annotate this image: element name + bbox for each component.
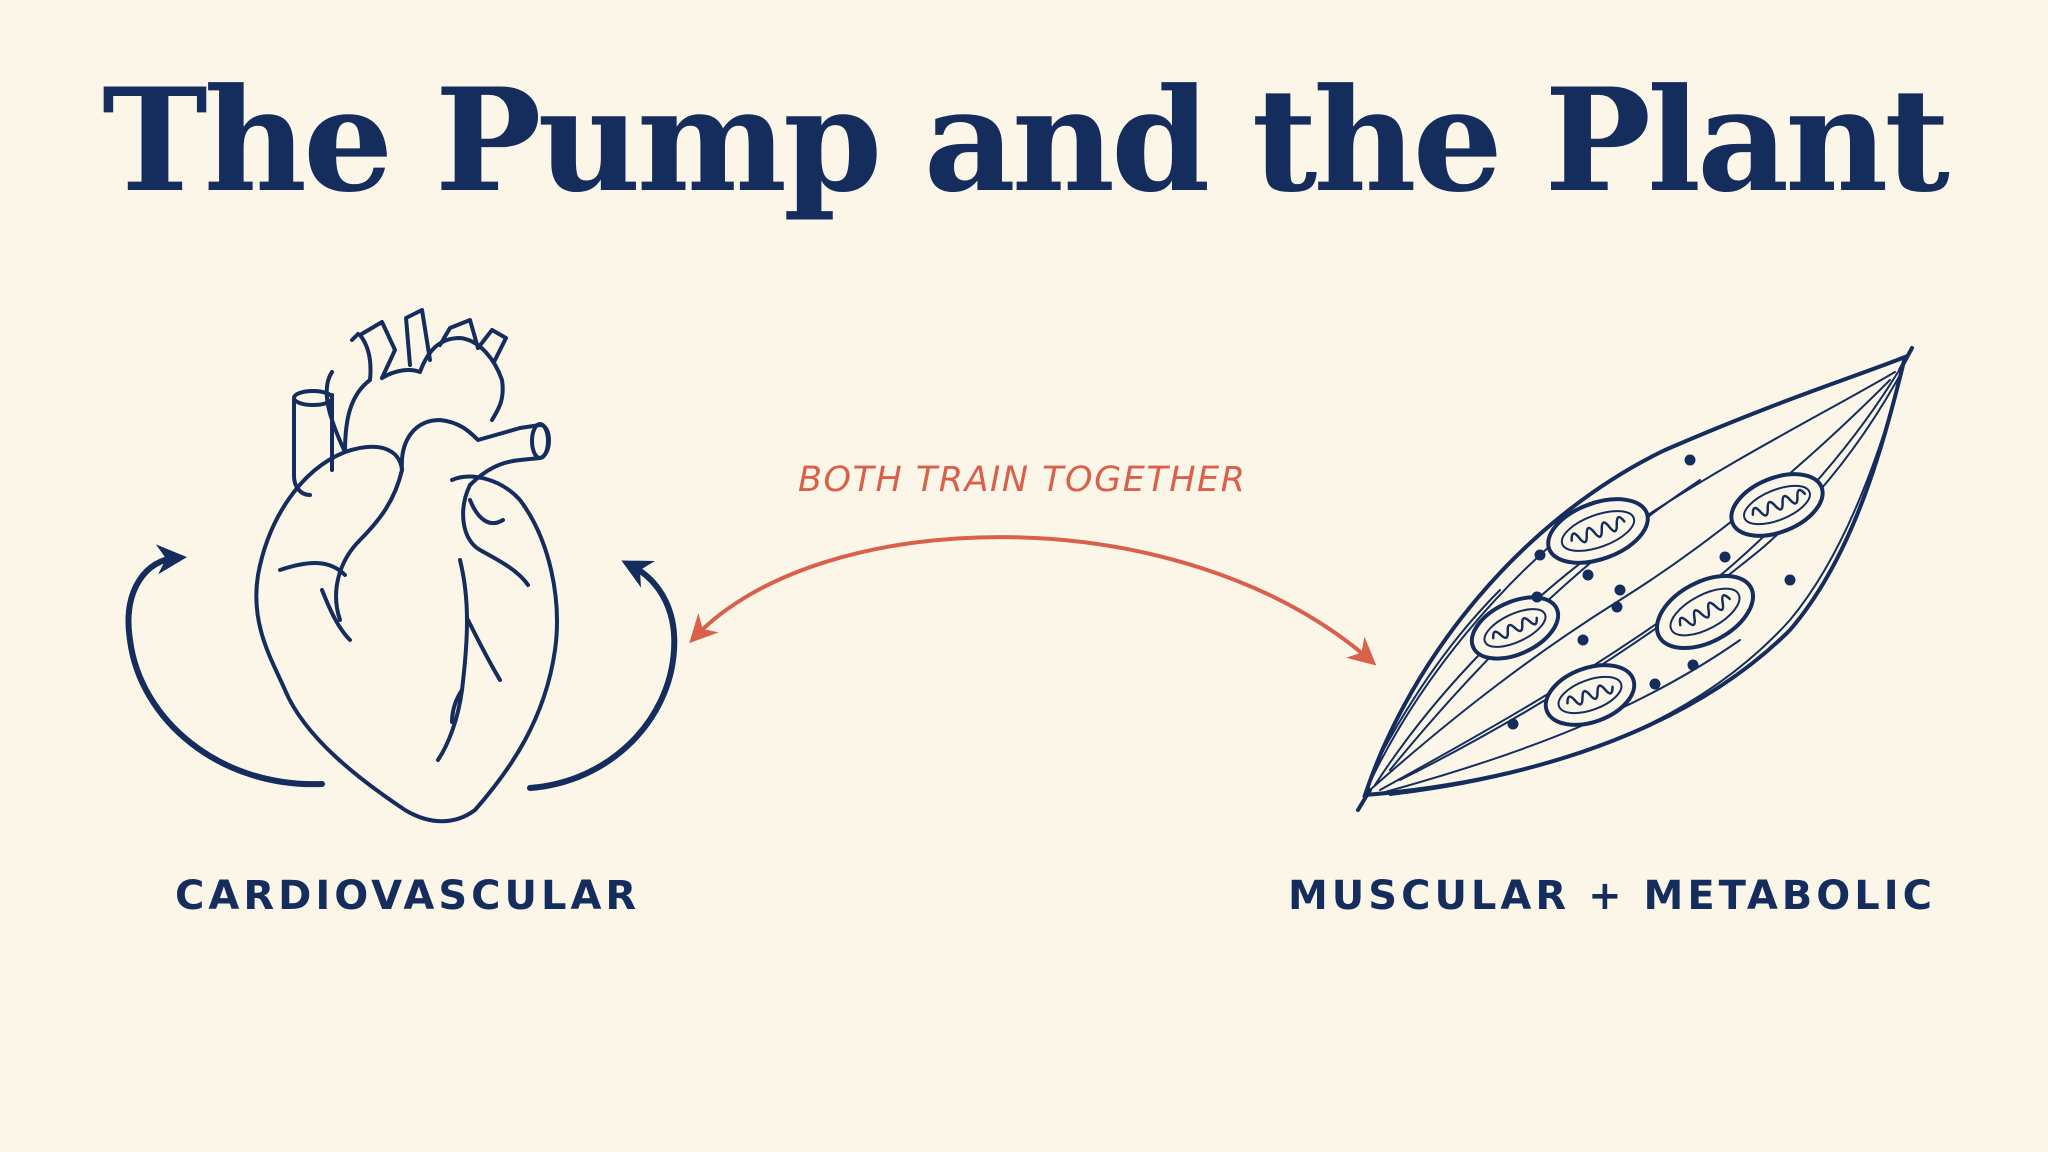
heart-icon bbox=[254, 308, 559, 824]
muscle-icon bbox=[1356, 346, 1914, 812]
link-label: BOTH TRAIN TOGETHER bbox=[798, 460, 1247, 500]
cardiovascular-label: CARDIOVASCULAR bbox=[175, 873, 641, 919]
circulation-arrows bbox=[125, 544, 678, 791]
mitochondria bbox=[1469, 472, 1825, 727]
muscle-dots bbox=[1507, 454, 1796, 730]
diagram-title: The Pump and the Plant bbox=[102, 58, 1950, 224]
circulation-arrow-left bbox=[125, 544, 325, 788]
link-arrow bbox=[689, 535, 1377, 666]
muscular-metabolic-label: MUSCULAR + METABOLIC bbox=[1288, 873, 1937, 919]
circulation-arrow-right bbox=[527, 560, 678, 791]
